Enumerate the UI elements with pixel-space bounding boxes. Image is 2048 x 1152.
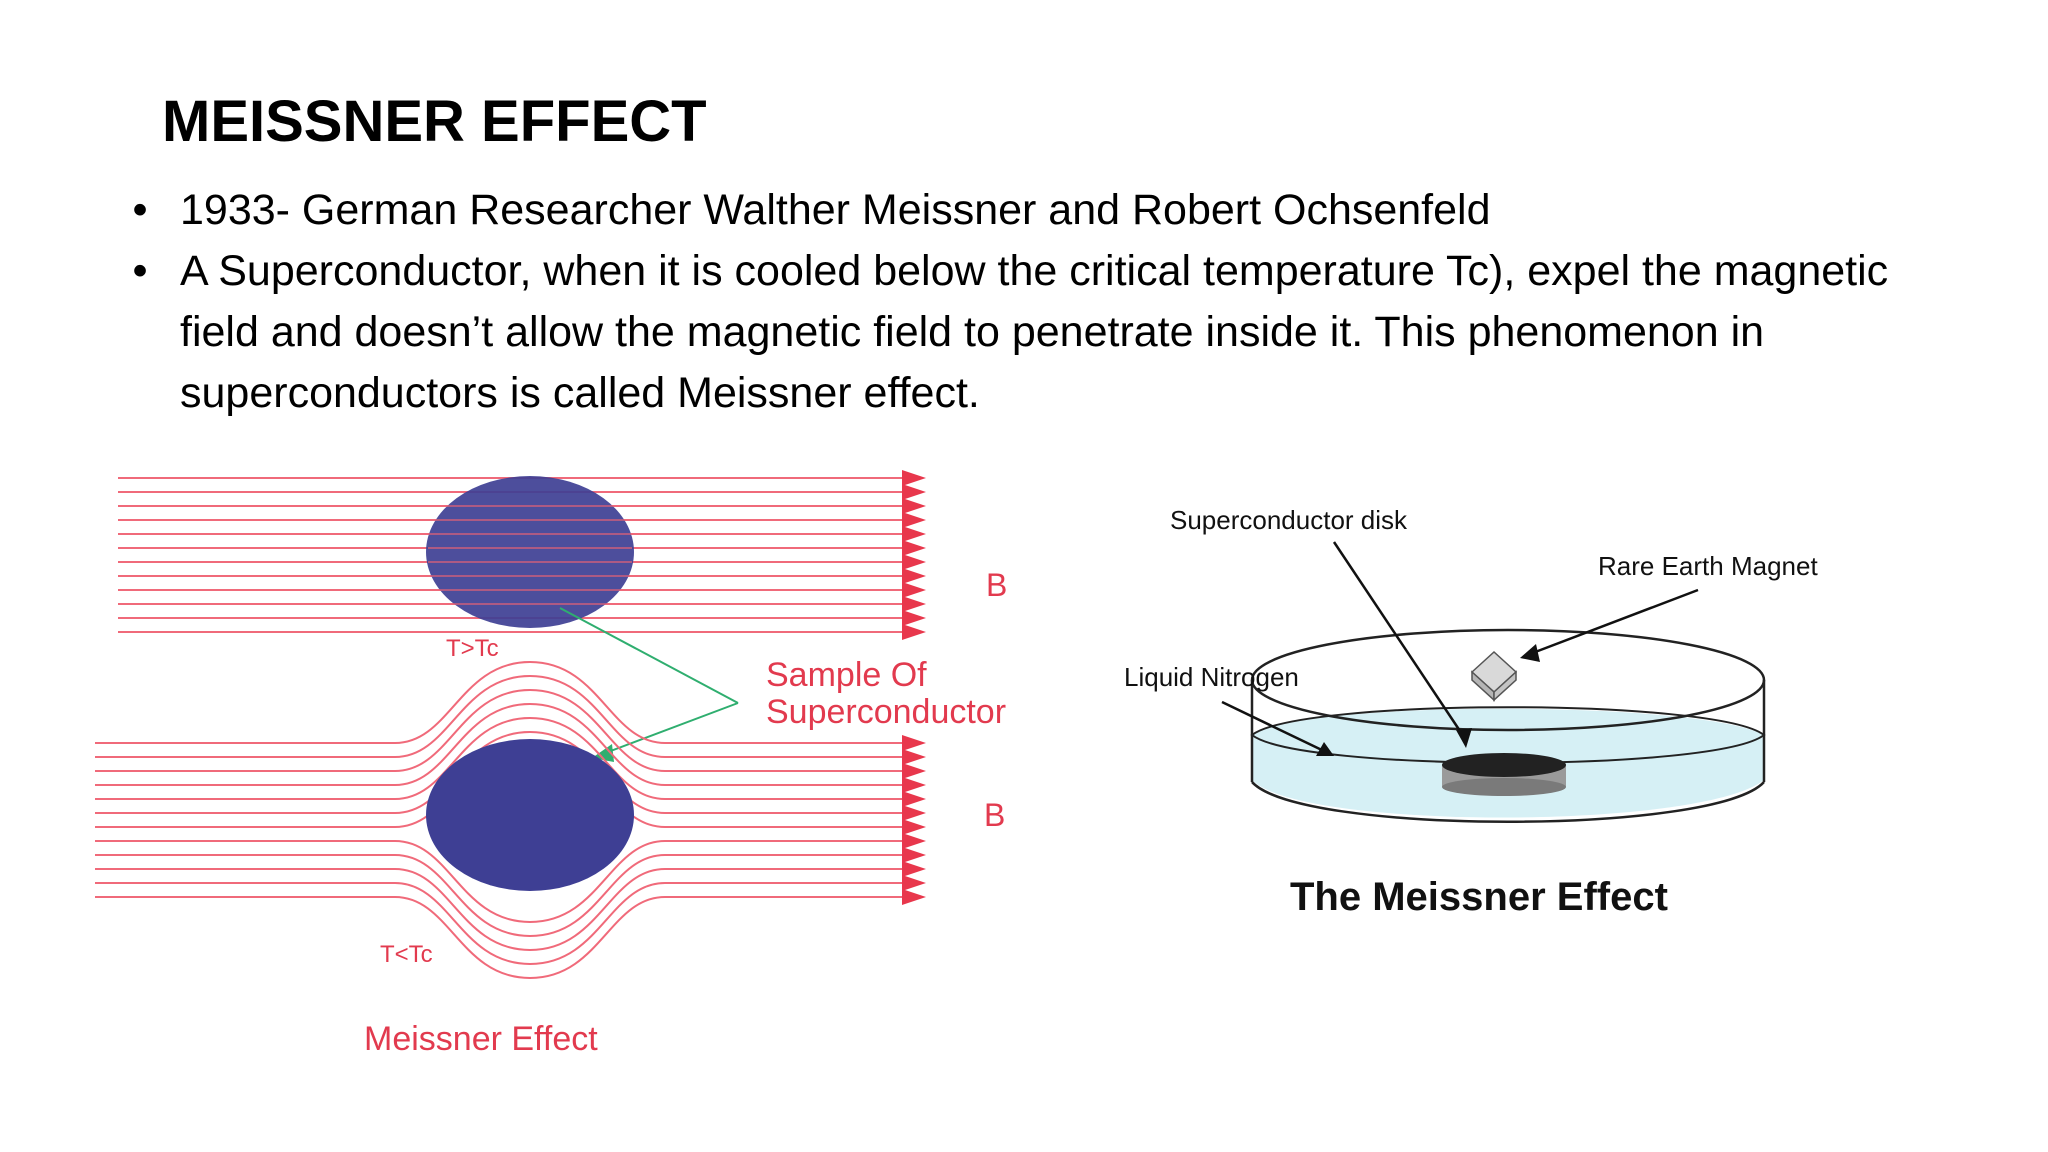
disk-label: Superconductor disk [1170, 505, 1408, 535]
sample-below-tc [426, 739, 634, 891]
bullet-item: • A Superconductor, when it is cooled be… [120, 241, 1940, 424]
disk-arrowhead [1456, 728, 1472, 748]
right-figure: Superconductor disk Rare Earth Magnet Li… [1124, 505, 1818, 919]
magnet-label: Rare Earth Magnet [1598, 551, 1818, 581]
bullet-icon: • [132, 186, 148, 234]
temp-above-label: T>Tc [446, 635, 499, 662]
field-label-top: B [986, 567, 1007, 603]
left-figure: B T>Tc Sample Of Superconductor [95, 470, 1007, 1058]
bullet-text: 1933- German Researcher Walther Meissner… [180, 186, 1491, 234]
superconductor-disk [1442, 753, 1566, 777]
field-label-bottom: B [984, 797, 1005, 833]
bullet-item: • 1933- German Researcher Walther Meissn… [120, 180, 1940, 241]
arrowheads-bottom [902, 735, 926, 905]
slide-title: MEISSNER EFFECT [162, 89, 707, 154]
sample-pointer [559, 607, 739, 756]
disk-leader [1332, 541, 1468, 741]
arrowheads-top [902, 470, 926, 640]
magnet-arrowhead [1520, 644, 1540, 662]
nitrogen-arrowhead [1316, 742, 1334, 756]
bullet-icon: • [132, 247, 148, 295]
sample-above-tc [426, 476, 634, 628]
sample-label-line2: Superconductor [766, 693, 1006, 731]
disk-bottom [1442, 778, 1566, 796]
temp-below-label: T<Tc [380, 941, 433, 968]
rare-earth-magnet [1470, 650, 1518, 702]
field-lines-through-sample [428, 505, 632, 605]
sample-label-line1: Sample Of [766, 656, 927, 694]
bullet-list: • 1933- German Researcher Walther Meissn… [120, 180, 1940, 424]
dish-bottom [1251, 781, 1765, 823]
right-caption: The Meissner Effect [1290, 875, 1668, 919]
nitrogen-label: Liquid Nitrogen [1124, 662, 1299, 692]
liquid-surface [1250, 706, 1766, 764]
magnet-leader [1529, 588, 1699, 656]
left-caption: Meissner Effect [364, 1020, 598, 1058]
bullet-text: A Superconductor, when it is cooled belo… [180, 247, 1889, 417]
nitrogen-leader [1221, 700, 1327, 754]
